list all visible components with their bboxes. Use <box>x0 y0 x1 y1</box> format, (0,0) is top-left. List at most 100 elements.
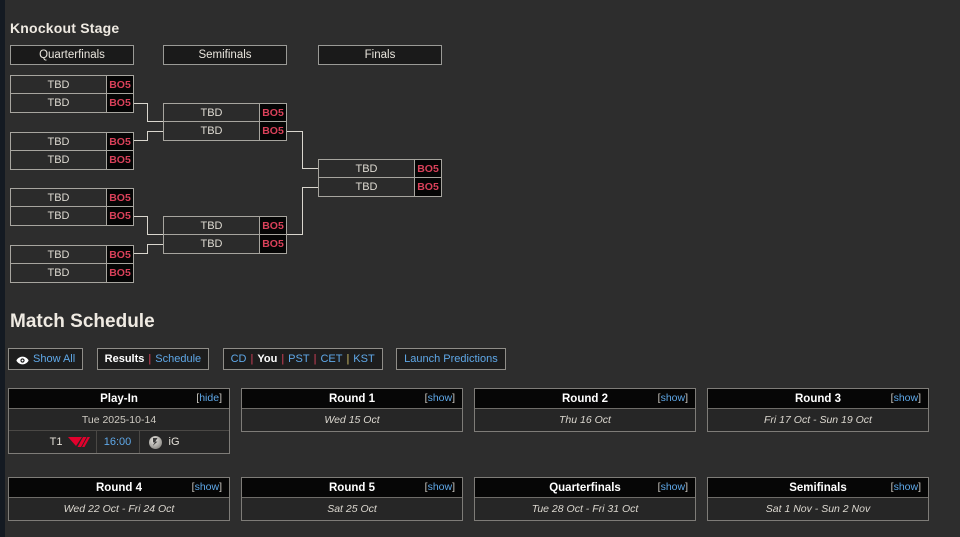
bracket-connector <box>134 253 148 254</box>
show-all-button[interactable]: Show All <box>8 348 84 370</box>
schedule-card-round-5[interactable]: Round 5 [show] Sat 25 Oct <box>241 477 463 521</box>
bracket-match-row[interactable]: TBD BO5 <box>163 235 287 254</box>
schedule-card-round-1[interactable]: Round 1 [show] Wed 15 Oct <box>241 388 463 432</box>
schedule-card-toggle[interactable]: [show] <box>890 392 921 404</box>
schedule-card-round-3[interactable]: Round 3 [show] Fri 17 Oct - Sun 19 Oct <box>707 388 929 432</box>
bracket-match-row[interactable]: TBD BO5 <box>10 94 134 113</box>
schedule-match-time[interactable]: 16:00 <box>95 431 140 453</box>
bracket-match-row[interactable]: TBD BO5 <box>163 216 287 235</box>
schedule-card-header[interactable]: Round 5 [show] <box>242 478 462 498</box>
launch-predictions-label: Launch Predictions <box>404 353 498 365</box>
schedule-card-header[interactable]: Round 4 [show] <box>9 478 229 498</box>
bracket-match-row[interactable]: TBD BO5 <box>10 207 134 226</box>
bracket-match-sf-1[interactable]: TBD BO5 TBD BO5 <box>163 103 287 141</box>
bracket-match-qf-3[interactable]: TBD BO5 TBD BO5 <box>10 188 134 226</box>
bracket-match-qf-2[interactable]: TBD BO5 TBD BO5 <box>10 132 134 170</box>
schedule-card-header[interactable]: Round 3 [show] <box>708 389 928 409</box>
timezone-you[interactable]: You <box>257 353 278 365</box>
bracket-match-row[interactable]: TBD BO5 <box>10 151 134 170</box>
schedule-tab[interactable]: Schedule <box>155 353 202 365</box>
bracket-match-row[interactable]: TBD BO5 <box>10 188 134 207</box>
timezone-pst[interactable]: PST <box>288 353 310 365</box>
bracket-match-row[interactable]: TBD BO5 <box>163 103 287 122</box>
schedule-card-date: Sat 25 Oct <box>327 503 377 515</box>
schedule-card-semifinals[interactable]: Semifinals [show] Sat 1 Nov - Sun 2 Nov <box>707 477 929 521</box>
bracket-round-header-semifinals: Semifinals <box>163 45 287 65</box>
bracket-match-row[interactable]: TBD BO5 <box>10 264 134 283</box>
bracket-connector <box>147 244 163 245</box>
bracket-match-row[interactable]: TBD BO5 <box>10 245 134 264</box>
bracket-connector <box>147 234 163 235</box>
bracket-team-name: TBD <box>47 154 70 166</box>
schedule-card-title: Semifinals <box>789 481 847 494</box>
bracket-match-row[interactable]: TBD BO5 <box>318 178 442 197</box>
schedule-card-title: Round 5 <box>329 481 375 494</box>
bracket-round-header-label: Semifinals <box>198 49 252 61</box>
results-schedule-toggle[interactable]: Results | Schedule <box>96 348 210 370</box>
schedule-card-toggle[interactable]: [show] <box>890 481 921 493</box>
timezone-cet[interactable]: CET <box>320 353 343 365</box>
bracket-series-format: BO5 <box>259 235 286 253</box>
schedule-card-toggle[interactable]: [show] <box>424 392 455 404</box>
schedule-card-title: Round 1 <box>329 392 375 405</box>
schedule-card-header[interactable]: Semifinals [show] <box>708 478 928 498</box>
schedule-match-team-left[interactable]: T1 <box>9 431 96 453</box>
schedule-card-toggle-label: show <box>427 481 453 493</box>
schedule-card-play-in[interactable]: Play-In [hide] Tue 2025-10-14 T1 16:00 i… <box>8 388 230 454</box>
schedule-match-row[interactable]: T1 16:00 iG <box>9 431 229 453</box>
bracket-connector <box>147 131 163 132</box>
schedule-card-date: Fri 17 Oct - Sun 19 Oct <box>764 414 872 426</box>
bracket-connector <box>147 244 148 254</box>
bracket-team-name: TBD <box>47 210 70 222</box>
schedule-card-toggle[interactable]: [show] <box>657 392 688 404</box>
timezone-kst[interactable]: KST <box>353 353 375 365</box>
schedule-card-toggle[interactable]: [show] <box>191 481 222 493</box>
toolbar-separator: | <box>281 353 285 365</box>
bracket-connector <box>287 131 303 132</box>
bracket-connector <box>147 103 148 122</box>
match-schedule-title: Match Schedule <box>10 311 155 332</box>
results-tab[interactable]: Results <box>104 353 145 365</box>
schedule-toolbar: Show All Results | Schedule CD | You | P… <box>8 348 515 370</box>
schedule-card-header[interactable]: Round 2 [show] <box>475 389 695 409</box>
bracket-match-sf-2[interactable]: TBD BO5 TBD BO5 <box>163 216 287 254</box>
bracket-match-row[interactable]: TBD BO5 <box>10 75 134 94</box>
bracket-round-header-label: Finals <box>364 49 396 61</box>
bracket-connector <box>134 140 148 141</box>
schedule-match-team-right[interactable]: iG <box>140 431 230 453</box>
schedule-match-team-left-name: T1 <box>49 436 63 448</box>
schedule-card-header[interactable]: Round 1 [show] <box>242 389 462 409</box>
timezone-selector[interactable]: CD | You | PST | CET | KST <box>222 348 383 370</box>
show-all-label: Show All <box>33 353 76 365</box>
schedule-card-toggle-label: show <box>194 481 220 493</box>
schedule-card-toggle[interactable]: [show] <box>657 481 688 493</box>
bracket-match-final[interactable]: TBD BO5 TBD BO5 <box>318 159 442 197</box>
schedule-card-date: Tue 2025-10-14 <box>9 409 229 431</box>
bracket-match-qf-1[interactable]: TBD BO5 TBD BO5 <box>10 75 134 113</box>
knockout-stage-title: Knockout Stage <box>10 20 120 36</box>
bracket-match-row[interactable]: TBD BO5 <box>318 159 442 178</box>
bracket-match-row[interactable]: TBD BO5 <box>10 132 134 151</box>
schedule-card-toggle-label: show <box>660 392 686 404</box>
bracket-match-qf-4[interactable]: TBD BO5 TBD BO5 <box>10 245 134 283</box>
bracket-connector <box>302 187 303 235</box>
timezone-cd[interactable]: CD <box>230 353 247 365</box>
schedule-card-toggle-label: show <box>893 481 919 493</box>
schedule-card-toggle-label: hide <box>199 392 220 404</box>
schedule-card-title: Round 2 <box>562 392 608 405</box>
schedule-card-header[interactable]: Quarterfinals [show] <box>475 478 695 498</box>
bracket-round-header-quarterfinals: Quarterfinals <box>10 45 134 65</box>
schedule-card-quarterfinals[interactable]: Quarterfinals [show] Tue 28 Oct - Fri 31… <box>474 477 696 521</box>
bracket-team-name: TBD <box>47 248 70 261</box>
toolbar-separator: | <box>346 353 350 365</box>
schedule-card-header[interactable]: Play-In [hide] <box>9 389 229 409</box>
launch-predictions-button[interactable]: Launch Predictions <box>396 348 506 370</box>
schedule-card-toggle[interactable]: [hide] <box>196 392 222 404</box>
bracket-match-row[interactable]: TBD BO5 <box>163 122 287 141</box>
bracket-connector <box>147 216 148 235</box>
schedule-card-round-2[interactable]: Round 2 [show] Thu 16 Oct <box>474 388 696 432</box>
schedule-card-round-4[interactable]: Round 4 [show] Wed 22 Oct - Fri 24 Oct <box>8 477 230 521</box>
schedule-card-toggle[interactable]: [show] <box>424 481 455 493</box>
bracket-connector <box>302 187 318 188</box>
